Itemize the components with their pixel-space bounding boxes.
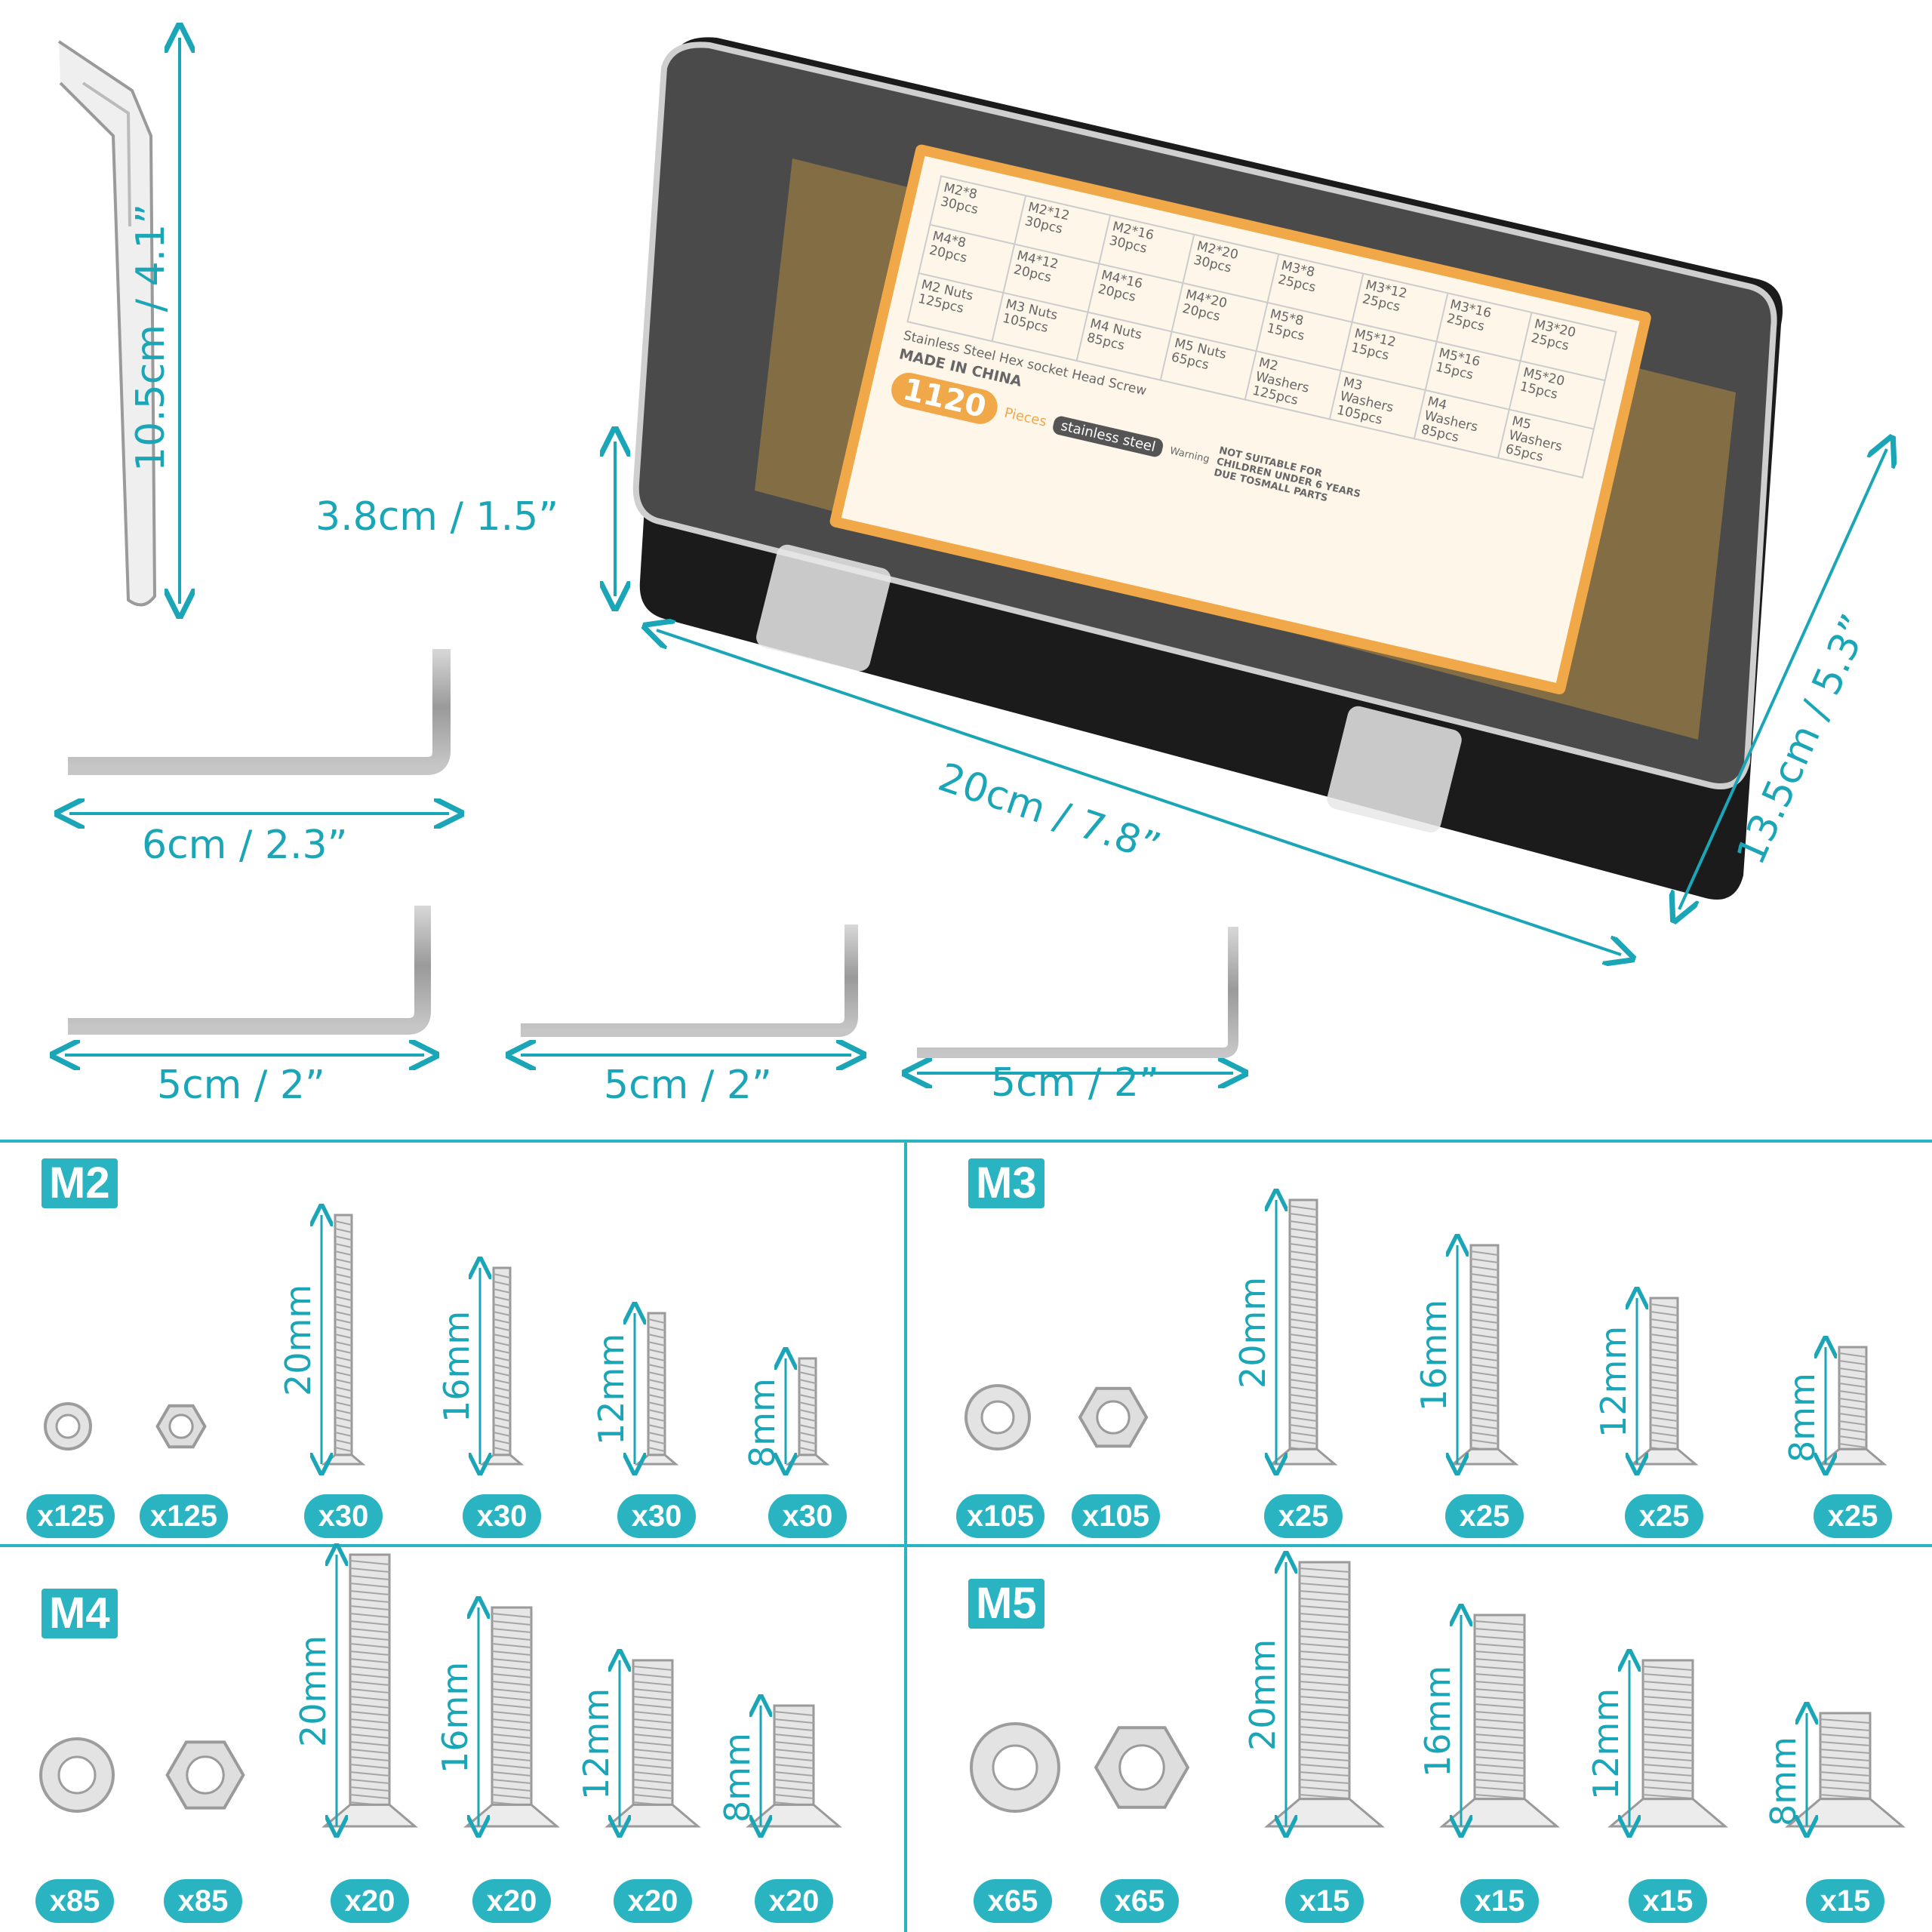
screw-8mm-icon [1818,1346,1887,1466]
screw-qty-badge: x15 [1460,1879,1539,1923]
hex-wrench-large-icon [68,649,451,775]
screw-20mm-icon [1269,1198,1338,1466]
screw-8mm-icon [1785,1712,1906,1828]
hex-nut-icon [165,1740,245,1810]
washer-icon [39,1737,115,1813]
divider-vertical [904,1141,907,1932]
nut-qty-badge: x65 [1100,1879,1179,1923]
screw-qty-badge: x20 [755,1879,833,1923]
section-title-m3: M3 [968,1158,1044,1208]
screw-qty-badge: x15 [1629,1879,1707,1923]
nut-qty-badge: x85 [164,1879,242,1923]
divider-middle [0,1544,1932,1547]
screw-qty-badge: x30 [768,1494,847,1538]
hex-wrench-a-icon [68,906,431,1035]
hex-nut-icon [155,1404,207,1449]
divider-top [0,1140,1932,1143]
washer-icon [964,1384,1031,1451]
screw-8mm-icon [785,1357,830,1466]
screw-qty-badge: x15 [1285,1879,1364,1923]
screw-qty-badge: x30 [463,1494,541,1538]
screw-qty-badge: x20 [331,1879,409,1923]
nut-qty-badge: x105 [1072,1494,1160,1538]
screw-16mm-icon [1450,1244,1519,1466]
hex-wrench-b-icon [521,924,858,1037]
tweezers-icon [57,40,157,607]
wrench-a-dimension: 5cm / 2” [157,1063,325,1108]
screw-qty-badge: x20 [614,1879,692,1923]
screw-qty-badge: x30 [304,1494,383,1538]
washer-qty-badge: x105 [956,1494,1044,1538]
screw-qty-badge: x15 [1806,1879,1884,1923]
section-title-m2: M2 [42,1158,118,1208]
washer-icon [970,1722,1060,1813]
washer-qty-badge: x65 [974,1879,1052,1923]
nut-qty-badge: x125 [140,1494,228,1538]
screw-qty-badge: x20 [472,1879,551,1923]
screw-20mm-icon [321,1214,366,1466]
screw-20mm-icon [1264,1561,1385,1828]
hex-nut-icon [1078,1386,1149,1448]
washer-qty-badge: x85 [35,1879,114,1923]
screw-12mm-icon [605,1659,701,1828]
hex-wrench-c-icon [917,927,1238,1058]
screw-12mm-icon [1629,1297,1699,1466]
wrench-large-dimension: 6cm / 2.3” [142,823,348,868]
washer-qty-badge: x125 [26,1494,115,1538]
screw-qty-badge: x30 [617,1494,696,1538]
screw-8mm-icon [746,1704,842,1828]
screw-16mm-icon [479,1266,525,1466]
hex-nut-icon [1094,1726,1190,1809]
wrench-b-dimension: 5cm / 2” [604,1063,772,1108]
screw-qty-badge: x25 [1625,1494,1703,1538]
screw-qty-badge: x25 [1445,1494,1524,1538]
screw-16mm-icon [1439,1614,1560,1828]
washer-icon [44,1402,92,1451]
screw-12mm-icon [1607,1659,1728,1828]
screw-qty-badge: x25 [1264,1494,1343,1538]
screw-qty-badge: x25 [1814,1494,1892,1538]
section-title-m5: M5 [968,1579,1044,1629]
screw-12mm-icon [634,1312,679,1466]
wrench-c-dimension: 5cm / 2” [991,1060,1159,1106]
box-height-dimension: 3.8cm / 1.5” [315,494,559,540]
section-title-m4: M4 [42,1589,118,1638]
